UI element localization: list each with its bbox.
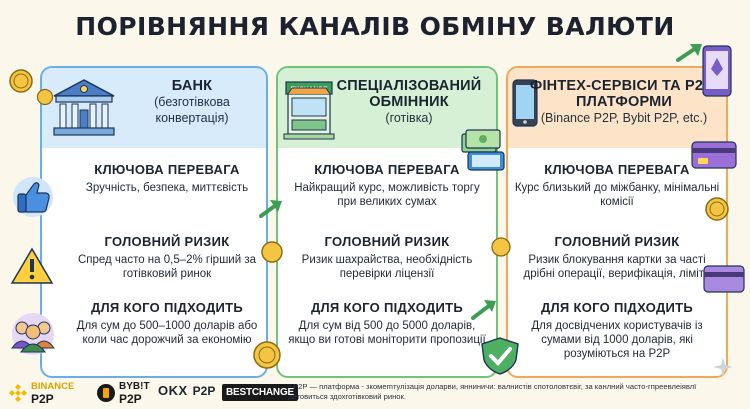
fintech-advantage-text: Курс близький до міжбанку, мінімальні ко… xyxy=(514,182,720,208)
thumbs-up-icon xyxy=(10,176,56,223)
bank-header: БАНК (безготівкова конвертація) xyxy=(42,68,266,148)
footnote: * P2P — платформа - зкомеmтулізація дола… xyxy=(288,382,697,401)
shield-check-icon xyxy=(478,336,522,381)
coin-icon xyxy=(8,68,34,99)
okx-p2p-logo: OKX P2P xyxy=(158,383,216,398)
bybit-p2p-text: P2P xyxy=(119,392,142,406)
exchange-risk-heading: ГОЛОВНИЙ РИЗИК xyxy=(324,234,450,249)
coin-icon xyxy=(260,240,284,269)
exchange-advantage-text: Найкращий курс, можливість торгу при вел… xyxy=(294,182,480,208)
fintech-risk-heading: ГОЛОВНИЙ РИЗИК xyxy=(554,234,680,249)
phone-crypto-icon xyxy=(700,44,736,105)
exchange-subtitle: (готівка) xyxy=(385,111,433,125)
exchange-header: EXCHANGE СПЕЦІАЛІЗОВАНИЙ ОБМІННИК (готів… xyxy=(278,68,496,148)
fintech-fit: ДЛЯ КОГО ПІДХОДИТЬ Для досвідчених корис… xyxy=(508,300,726,361)
phone-icon xyxy=(510,78,540,135)
arrow-up-right-icon xyxy=(258,198,284,225)
bank-fit-text: Для сум до 500–1000 доларів або коли час… xyxy=(76,320,258,346)
bank-subtitle: (безготівкова конвертація) xyxy=(154,95,230,125)
bestchange-logo-text: BESTCHANGE xyxy=(222,384,299,401)
phone-icon xyxy=(466,150,508,177)
credit-card-icon xyxy=(690,138,740,177)
exchange-risk-text: Ризик шахрайства, необхідність перевірки… xyxy=(301,254,473,280)
bank-risk: ГОЛОВНИЙ РИЗИК Спред часто на 0,5–2% гір… xyxy=(42,234,266,281)
bank-risk-heading: ГОЛОВНИЙ РИЗИК xyxy=(104,234,230,249)
bank-fit: ДЛЯ КОГО ПІДХОДИТЬ Для сум до 500–1000 д… xyxy=(42,300,266,347)
bybit-p2p-logo: BYB!T P2P xyxy=(96,381,150,406)
credit-card-icon xyxy=(702,262,748,301)
arrow-up-right-icon xyxy=(470,298,498,327)
binance-icon xyxy=(9,384,27,402)
coin-icon xyxy=(36,88,54,111)
page-title: ПОРІВНЯННЯ КАНАЛІВ ОБМІНУ ВАЛЮТИ xyxy=(75,12,675,41)
binance-p2p-logo: BINANCE P2P xyxy=(8,381,75,406)
coin-icon xyxy=(490,236,512,263)
exchange-fit: ДЛЯ КОГО ПІДХОДИТЬ Для сум від 500 до 50… xyxy=(278,300,496,347)
exchange-advantage-heading: КЛЮЧОВА ПЕРЕВАГА xyxy=(314,162,460,177)
bank-advantage-heading: КЛЮЧОВА ПЕРЕВАГА xyxy=(94,162,240,177)
fintech-subtitle: (Binance P2P, Bybit P2P, etc.) xyxy=(540,111,708,125)
bybit-logo-text: BYB!T xyxy=(119,381,150,392)
exchange-risk: ГОЛОВНИЙ РИЗИК Ризик шахрайства, необхід… xyxy=(278,234,496,281)
bank-title: БАНК xyxy=(171,78,213,94)
bybit-icon xyxy=(97,384,115,402)
fintech-risk: ГОЛОВНИЙ РИЗИК Ризик блокування картки з… xyxy=(508,234,726,281)
users-group-icon xyxy=(8,312,58,361)
cash-stack-icon xyxy=(458,126,502,161)
exchange-kiosk-icon: EXCHANGE xyxy=(282,76,336,147)
fintech-header: ФІНТЕХ-СЕРВІСИ ТА P2P-ПЛАТФОРМИ (Binance… xyxy=(508,68,726,148)
exchange-advantage: КЛЮЧОВА ПЕРЕВАГА Найкращий курс, можливі… xyxy=(278,162,496,209)
binance-logo-text: BINANCE xyxy=(31,381,75,392)
fintech-column: ФІНТЕХ-СЕРВІСИ ТА P2P-ПЛАТФОРМИ (Binance… xyxy=(506,66,728,378)
bestchange-logo: BESTCHANGE xyxy=(222,384,299,401)
sparkle-icon xyxy=(712,356,734,383)
coin-icon xyxy=(252,340,282,375)
fintech-advantage-heading: КЛЮЧОВА ПЕРЕВАГА xyxy=(544,162,690,177)
coin-icon xyxy=(704,196,730,227)
fintech-title: ФІНТЕХ-СЕРВІСИ ТА P2P-ПЛАТФОРМИ xyxy=(529,78,719,110)
bank-building-icon xyxy=(50,74,118,147)
fintech-advantage: КЛЮЧОВА ПЕРЕВАГА Курс близький до міжбан… xyxy=(508,162,726,209)
exchange-title: СПЕЦІАЛІЗОВАНИЙ ОБМІННИК xyxy=(336,78,482,110)
arrow-up-right-icon xyxy=(676,42,704,69)
okx-p2p-text: P2P xyxy=(192,384,216,398)
bank-advantage: КЛЮЧОВА ПЕРЕВАГА Зручність, безпека, мит… xyxy=(42,162,266,195)
bank-risk-text: Спред часто на 0,5–2% гірший за готівков… xyxy=(77,254,257,280)
warning-icon xyxy=(10,246,54,291)
exchange-column: EXCHANGE СПЕЦІАЛІЗОВАНИЙ ОБМІННИК (готів… xyxy=(276,66,498,378)
fintech-risk-text: Ризик блокування картки за часті дрібні … xyxy=(523,254,711,280)
okx-logo-text: OKX xyxy=(158,383,188,398)
bank-fit-heading: ДЛЯ КОГО ПІДХОДИТЬ xyxy=(90,300,244,315)
bank-advantage-text: Зручність, безпека, миттєвість xyxy=(85,182,249,194)
binance-p2p-text: P2P xyxy=(31,392,54,406)
footer: BINANCE P2P BYB!T P2P OKX P2P BESTCHANGE xyxy=(0,376,750,409)
fintech-fit-text: Для досвідчених користувачів із сумами в… xyxy=(531,320,703,360)
fintech-fit-heading: ДЛЯ КОГО ПІДХОДИТЬ xyxy=(540,300,694,315)
bank-column: БАНК (безготівкова конвертація) КЛЮЧОВА … xyxy=(40,66,268,378)
exchange-fit-text: Для сум від 500 до 5000 доларів, якщо ви… xyxy=(288,320,486,346)
exchange-fit-heading: ДЛЯ КОГО ПІДХОДИТЬ xyxy=(310,300,464,315)
